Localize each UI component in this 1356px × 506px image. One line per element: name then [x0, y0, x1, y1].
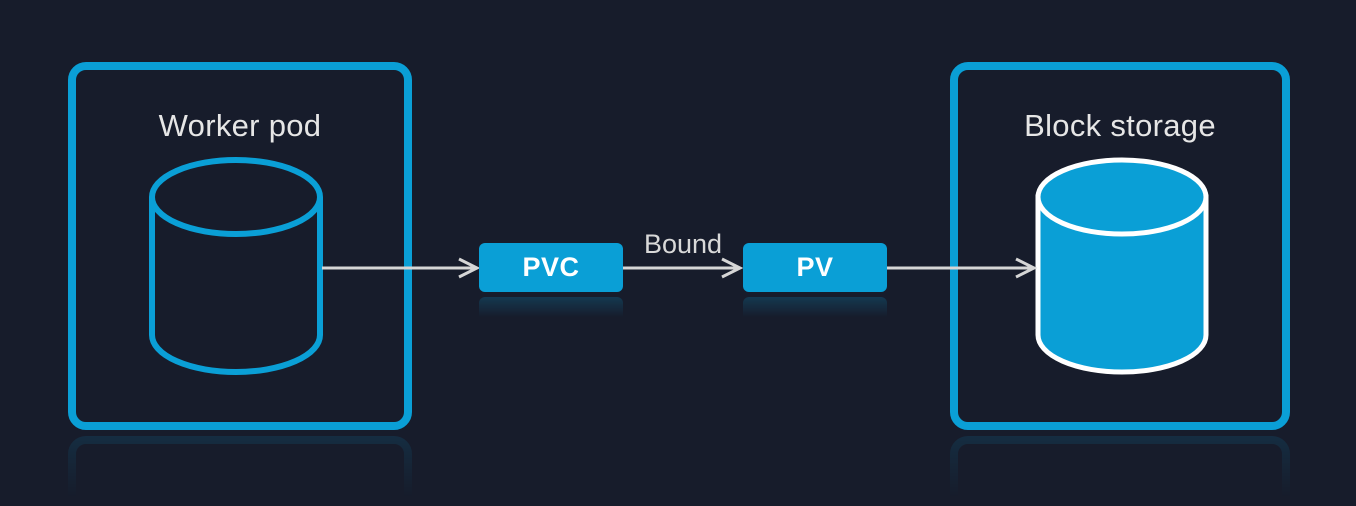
block-storage-cylinder-icon: [1035, 157, 1209, 375]
pv-node-label: PV: [796, 252, 834, 282]
pv-node-reflection: [743, 297, 887, 321]
block-storage-box: Block storage: [950, 62, 1290, 430]
pvc-node-reflection: [479, 297, 623, 321]
worker-pod-box-reflection: [68, 436, 412, 506]
pod-volume-cylinder-icon: [149, 157, 323, 375]
pv-node: PV: [743, 243, 887, 292]
worker-pod-box: Worker pod: [68, 62, 412, 430]
bound-edge-label: Bound: [643, 229, 723, 259]
arrow-pvc-to-pv: [623, 257, 744, 279]
block-storage-box-reflection: [950, 436, 1290, 506]
pvc-node-label: PVC: [522, 252, 580, 282]
pvc-node: PVC: [479, 243, 623, 292]
worker-pod-title: Worker pod: [158, 108, 322, 143]
block-storage-title: Block storage: [1024, 108, 1216, 143]
